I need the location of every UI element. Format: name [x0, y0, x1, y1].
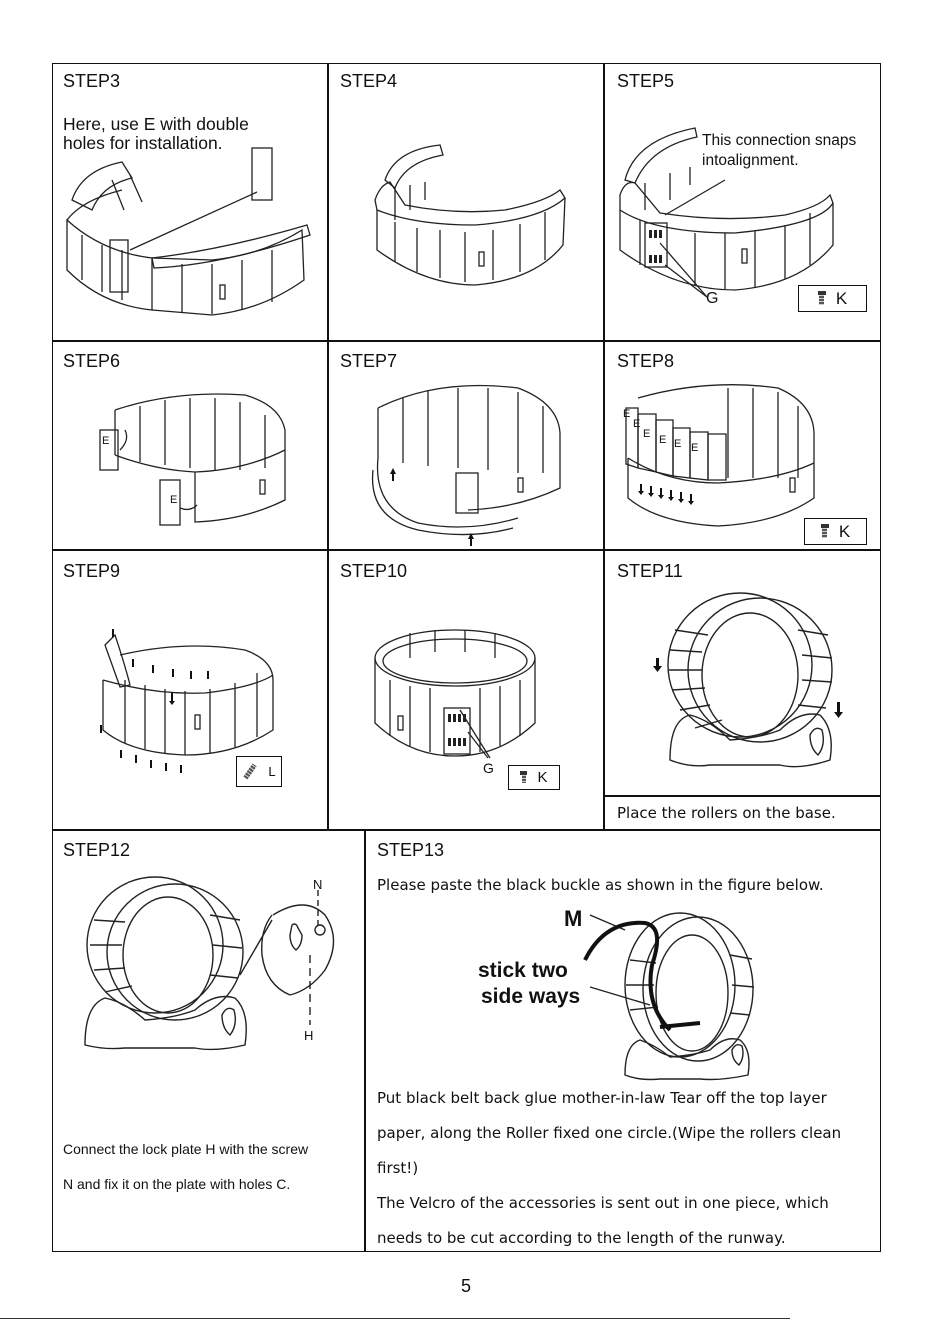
step13-title: STEP13 — [377, 840, 445, 860]
step9-title: STEP9 — [63, 561, 121, 581]
step9-illustration — [100, 629, 274, 773]
col-divider — [603, 63, 605, 830]
step9-screw-box: L — [236, 756, 282, 787]
step13-illustration — [583, 912, 755, 1081]
step7-title: STEP7 — [340, 351, 398, 371]
step5-note-line2: intoalignment. — [702, 152, 799, 169]
step13-para-line4: The Velcro of the accessories is sent ou… — [377, 1194, 829, 1212]
step13-para-line1: Put black belt back glue mother-in-law T… — [377, 1089, 827, 1107]
step8-label-e: E — [674, 438, 682, 450]
step10-screw-label: K — [537, 769, 548, 786]
step4-illustration — [374, 144, 566, 286]
step12-text-line1: Connect the lock plate H with the screw — [63, 1141, 309, 1157]
step3-illustration — [66, 147, 311, 316]
step6-label-e2: E — [170, 494, 178, 506]
screw-icon — [817, 290, 826, 307]
step10-screw-box: K — [508, 765, 560, 790]
step10-title: STEP10 — [340, 561, 408, 581]
step13-para-line3: first!) — [377, 1159, 419, 1177]
step6-illustration — [99, 393, 286, 526]
step8-label-e: E — [691, 442, 699, 454]
step12-text-line2: N and fix it on the plate with holes C. — [63, 1176, 291, 1192]
screw-icon — [520, 770, 528, 785]
step12-title: STEP12 — [63, 840, 131, 860]
step12-illustration — [84, 876, 335, 1051]
step11-caption: Place the rollers on the base. — [617, 804, 836, 822]
footer-rule — [0, 1318, 790, 1319]
step5-screw-label: K — [835, 288, 848, 308]
step7-illustration — [371, 384, 561, 546]
step11-title: STEP11 — [617, 561, 683, 581]
step10-label-g: G — [483, 760, 494, 776]
caption-divider — [604, 795, 881, 797]
step12-label-n: N — [313, 877, 323, 892]
step13-para-line2: paper, along the Roller fixed one circle… — [377, 1124, 842, 1142]
col-divider — [327, 63, 329, 830]
step8-label-e: E — [659, 434, 667, 446]
row-divider — [52, 340, 881, 342]
step10-illustration — [374, 629, 536, 759]
screw-icon — [820, 523, 829, 540]
row-divider — [52, 549, 881, 551]
step5-title: STEP5 — [617, 71, 675, 91]
step13-label-m: M — [564, 906, 583, 931]
col-divider — [364, 829, 366, 1252]
step8-label-e: E — [623, 408, 631, 420]
step5-screw-box: K — [798, 285, 867, 312]
step13-callout-line1: stick two — [478, 959, 568, 982]
step6-label-e1: E — [102, 435, 110, 447]
step3-note-line2: holes for installation. — [63, 133, 223, 153]
step4-title: STEP4 — [340, 71, 398, 91]
step13-para-line5: needs to be cut according to the length … — [377, 1229, 786, 1247]
step13-callout-line2: side ways — [481, 985, 581, 1008]
step8-screw-label: K — [838, 521, 851, 541]
step8-illustration — [625, 384, 815, 527]
step5-label-g: G — [706, 290, 719, 307]
step3-title: STEP3 — [63, 71, 121, 91]
step3-note-line1: Here, use E with double — [63, 114, 249, 134]
step8-title: STEP8 — [617, 351, 675, 371]
step8-label-e: E — [643, 428, 651, 440]
step8-label-e: E — [633, 418, 641, 430]
row-divider — [52, 829, 881, 831]
step11-illustration — [653, 592, 843, 768]
step6-title: STEP6 — [63, 351, 121, 371]
step9-screw-label: L — [268, 764, 276, 779]
screw-icon — [243, 763, 258, 780]
step5-note-line1: This connection snaps — [702, 132, 857, 149]
step8-screw-box: K — [804, 518, 867, 545]
step5-illustration — [619, 127, 834, 298]
steps-grid — [52, 63, 881, 1252]
page-number: 5 — [460, 1276, 471, 1296]
step12-label-h: H — [304, 1028, 314, 1043]
step13-intro: Please paste the black buckle as shown i… — [377, 876, 824, 894]
